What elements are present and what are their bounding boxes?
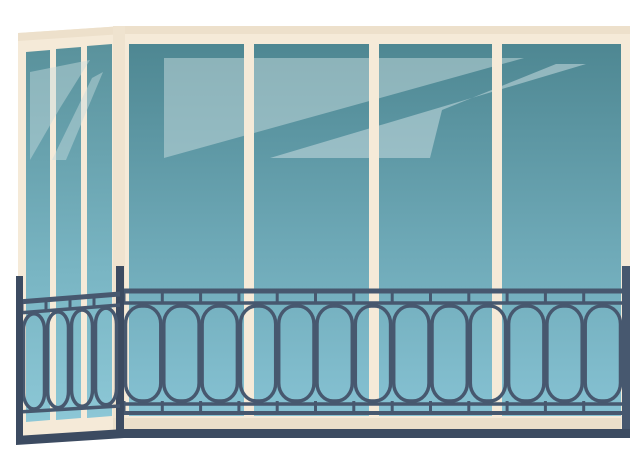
side-baluster — [69, 308, 95, 409]
baluster — [391, 304, 431, 403]
mullion-1 — [244, 44, 254, 416]
side-glass-pane-2 — [56, 47, 81, 420]
side-balusters — [21, 306, 119, 411]
side-reflection-2 — [52, 72, 103, 160]
mullion-3 — [492, 44, 502, 416]
baluster — [353, 304, 393, 403]
front-glass-pane-3 — [379, 44, 492, 416]
baluster — [506, 304, 546, 403]
side-baluster — [45, 310, 71, 410]
baluster — [583, 304, 623, 403]
side-lower-rail — [17, 404, 121, 414]
baluster — [200, 304, 240, 403]
front-balusters — [123, 304, 623, 403]
baluster — [430, 304, 470, 403]
right-edge-frame — [621, 34, 630, 430]
baluster — [276, 304, 316, 403]
corner-railing-post — [116, 266, 124, 438]
baluster — [545, 304, 584, 403]
baluster — [468, 304, 508, 403]
front-right-post — [622, 266, 630, 436]
bottom-sill — [113, 418, 630, 430]
top-frame-strip — [18, 26, 630, 41]
mullion-2 — [369, 44, 379, 416]
side-baluster — [93, 306, 119, 407]
side-left-post — [16, 276, 23, 444]
side-upper-rail — [17, 303, 121, 315]
side-baluster — [21, 311, 47, 411]
front-reflection-slim — [270, 64, 586, 158]
front-glass-pane-4 — [502, 44, 621, 416]
railing — [16, 266, 630, 445]
baluster — [315, 304, 355, 403]
side-reflection-1 — [30, 60, 90, 160]
front-glazing — [129, 34, 630, 430]
floor-slab — [16, 429, 630, 445]
baluster — [238, 304, 278, 403]
baluster — [162, 304, 201, 403]
baluster — [123, 304, 163, 403]
